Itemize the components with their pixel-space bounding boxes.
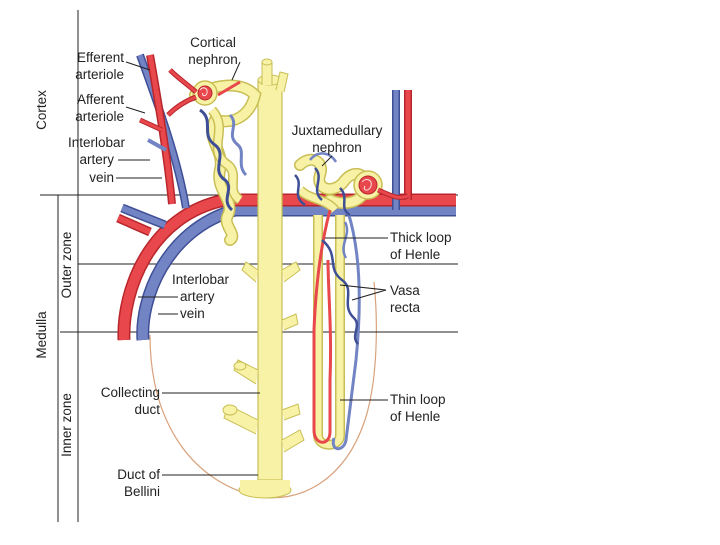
zone-label-cortex: Cortex xyxy=(34,90,49,130)
label-interlobar-top-vein: vein xyxy=(89,170,114,185)
papilla-outline xyxy=(149,281,377,499)
label-interlobar-mid-vein: vein xyxy=(180,306,205,321)
cortical-nephron xyxy=(166,68,262,246)
collecting-duct-system xyxy=(222,58,305,499)
label-afferent-arteriole-2: arteriole xyxy=(75,109,124,124)
label-efferent-arteriole-2: arteriole xyxy=(75,67,124,82)
label-interlobar-top: Interlobar xyxy=(68,135,126,150)
label-efferent-arteriole-1: Efferent xyxy=(77,50,124,65)
label-juxtamedullary-2: nephron xyxy=(312,140,362,155)
label-cortical-nephron-2: nephron xyxy=(188,52,238,67)
label-thin-loop-1: Thin loop xyxy=(390,392,446,407)
label-thick-loop-2: of Henle xyxy=(390,247,440,262)
juxtamedullary-nephron xyxy=(294,152,409,451)
label-interlobar-mid-artery: artery xyxy=(180,289,215,304)
label-interlobar-top-artery: artery xyxy=(79,152,114,167)
vasa-recta-red xyxy=(312,209,333,444)
label-thick-loop-1: Thick loop xyxy=(390,230,452,245)
label-vasa-recta-2: recta xyxy=(390,300,421,315)
label-duct-of-bellini-1: Duct of xyxy=(117,467,160,482)
juxtamedullary-glomerulus xyxy=(358,175,378,195)
zone-label-inner: Inner zone xyxy=(59,393,74,457)
label-vasa-recta-1: Vasa xyxy=(390,283,420,298)
zone-label-outer: Outer zone xyxy=(59,232,74,299)
cortical-glomerulus xyxy=(197,85,213,101)
label-afferent-arteriole-1: Afferent xyxy=(77,92,124,107)
label-duct-of-bellini-2: Bellini xyxy=(124,484,160,499)
leader-lines xyxy=(116,61,388,476)
label-juxtamedullary-1: Juxtamedullary xyxy=(292,123,383,138)
zone-label-medulla: Medulla xyxy=(34,311,49,359)
label-thin-loop-2: of Henle xyxy=(390,409,440,424)
label-collecting-duct-1: Collecting xyxy=(101,385,160,400)
vasa-recta-blue xyxy=(331,211,361,451)
label-interlobar-mid: Interlobar xyxy=(172,272,230,287)
label-collecting-duct-2: duct xyxy=(134,402,160,417)
label-cortical-nephron-1: Cortical xyxy=(190,35,236,50)
